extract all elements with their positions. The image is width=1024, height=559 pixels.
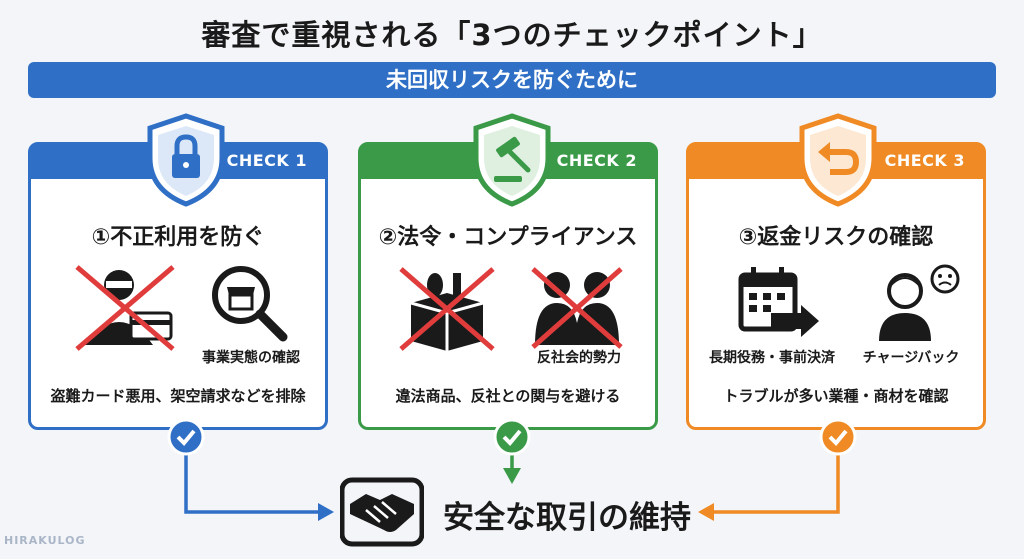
result-label: 安全な取引の維持 [443, 500, 691, 536]
page-title: 審査で重視される「3つのチェックポイント」 [201, 18, 823, 52]
item-label: 事業実態の確認 [202, 350, 300, 366]
shield-gavel-icon [473, 113, 551, 207]
store-magnifier-icon [212, 266, 288, 342]
check-circle-icon [493, 418, 531, 456]
card-heading: ①不正利用を防ぐ [91, 225, 265, 250]
check-label: CHECK 1 [226, 151, 307, 170]
check-label: CHECK 3 [884, 151, 965, 170]
check-label: CHECK 2 [556, 151, 637, 170]
handshake-icon [340, 477, 424, 547]
card-heading: ②法令・コンプライアンス [378, 225, 638, 250]
item-label: 長期役務・事前決済 [709, 350, 835, 366]
card-heading: ③返金リスクの確認 [738, 225, 934, 250]
check-circle-icon [167, 418, 205, 456]
check-circle-icon [819, 418, 857, 456]
antisocial-handshake-crossed-icon [531, 267, 623, 349]
subtitle-banner: 未回収リスクを防ぐために [28, 62, 996, 98]
item-label: チャージバック [862, 350, 960, 366]
thief-card-crossed-icon [75, 265, 175, 351]
card-description: 盗難カード悪用、架空請求などを排除 [50, 387, 306, 405]
shield-lock-icon [147, 113, 225, 207]
calendar-arrow-icon [738, 267, 819, 337]
card-description: トラブルが多い業種・商材を確認 [723, 387, 949, 405]
shield-return-arrow-icon [799, 113, 877, 207]
worried-customer-icon [879, 264, 960, 341]
illegal-goods-box-crossed-icon [399, 267, 495, 351]
item-label: 反社会的勢力 [537, 350, 621, 366]
check-card-3: CHECK 3 ③返金リスクの確認 長期役務・事前決済 チャージバック トラブル… [686, 142, 986, 430]
watermark-logo: HIRAKULOG [4, 534, 86, 547]
card-description: 違法商品、反社との関与を避ける [395, 387, 621, 405]
